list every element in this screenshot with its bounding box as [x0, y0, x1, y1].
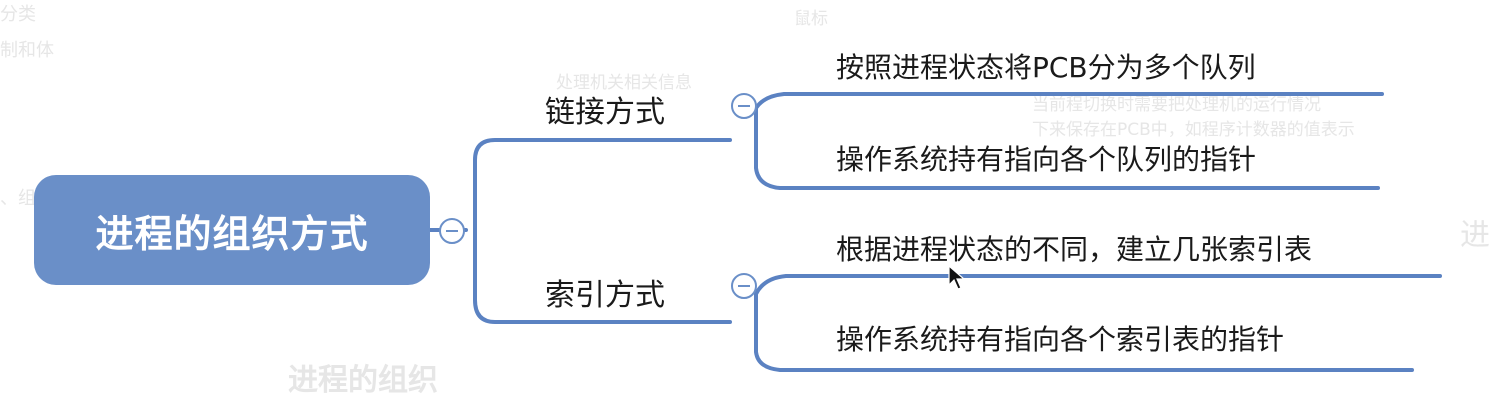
- background-text: 分类: [0, 4, 36, 25]
- mouse-cursor-icon: [948, 265, 966, 290]
- background-text: 处理机关相关信息: [556, 73, 692, 93]
- connector-branch-1-down: [754, 106, 802, 190]
- background-text: 进: [1460, 218, 1490, 253]
- leaf-topic-2[interactable]: 操作系统持有指向各个队列的指针: [836, 143, 1257, 176]
- collapse-branch-linked-icon[interactable]: [731, 93, 757, 119]
- collapse-root-icon[interactable]: [439, 218, 465, 244]
- connector-root-bottom: [473, 228, 510, 324]
- leaf-topic-3[interactable]: 根据进程状态的不同，建立几张索引表: [836, 233, 1313, 266]
- root-topic[interactable]: 进程的组织方式: [34, 175, 430, 285]
- connector-branch-2-down: [754, 292, 802, 372]
- connector-branch-1-out: [754, 92, 802, 110]
- connector-root-top: [473, 138, 510, 232]
- connector-branch-2-out: [754, 274, 802, 296]
- collapse-branch-indexed-icon[interactable]: [731, 273, 757, 299]
- background-title: 进程的组织: [288, 363, 438, 398]
- background-text: 下来保存在PCB中，如程序计数器的值表示: [1032, 120, 1355, 140]
- leaf-topic-1[interactable]: 按照进程状态将PCB分为多个队列: [836, 51, 1256, 84]
- branch-topic-linked[interactable]: 链接方式: [545, 95, 665, 130]
- background-text: 鼠标: [794, 9, 828, 29]
- background-text: 当前程切换时需要把处理机的运行情况: [1032, 95, 1321, 115]
- branch-topic-indexed[interactable]: 索引方式: [545, 278, 665, 313]
- background-text: 制和体: [0, 40, 54, 61]
- leaf-topic-4[interactable]: 操作系统持有指向各个索引表的指针: [836, 323, 1285, 356]
